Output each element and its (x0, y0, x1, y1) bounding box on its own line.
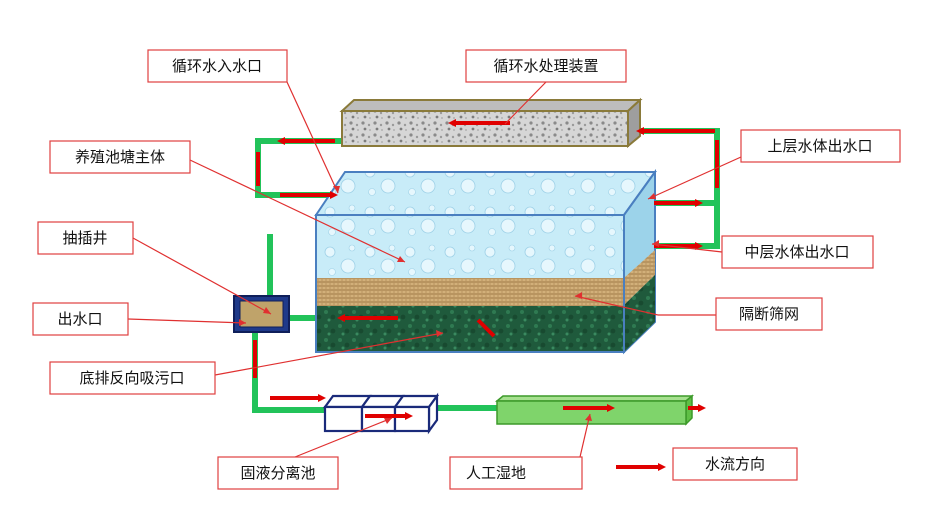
label-upper-outlet: 上层水体出水口 (740, 129, 901, 163)
solid-liquid-separator (322, 392, 440, 435)
recirculation-treatment-device (339, 97, 643, 149)
label-bottom-suction: 底排反向吸污口 (49, 361, 216, 395)
label-recirculation-inlet-text: 循环水入水口 (172, 58, 262, 75)
label-middle-outlet: 中层水体出水口 (721, 235, 874, 269)
label-pond-body-text: 养殖池塘主体 (75, 149, 165, 166)
label-solid-liquid-separator: 固液分离池 (217, 456, 339, 490)
label-middle-outlet-text: 中层水体出水口 (744, 244, 849, 261)
label-recirculation-treatment-text: 循环水处理装置 (493, 58, 598, 75)
leader-recirculation-inlet (286, 81, 339, 194)
leader-isolation-screen-b (574, 295, 659, 316)
label-outlet: 出水口 (32, 302, 129, 336)
leader-upper-outlet (647, 156, 742, 200)
label-isolation-screen-text: 隔断筛网 (739, 306, 799, 323)
label-constructed-wetland: 人工湿地 (449, 456, 583, 490)
pond-side-sediment (624, 275, 655, 352)
label-separator-text: 固液分离池 (240, 465, 315, 482)
label-upper-outlet-text: 上层水体出水口 (767, 138, 872, 155)
leader-drain-well (132, 237, 272, 315)
isolation-screen-layer (316, 278, 624, 306)
label-isolation-screen: 隔断筛网 (715, 297, 823, 331)
label-recirculation-treatment: 循环水处理装置 (465, 49, 627, 83)
leader-pond-body (189, 159, 406, 263)
pipe-recirculation-left (255, 138, 343, 198)
label-outlet-text: 出水口 (57, 311, 102, 328)
leader-middle-outlet (651, 243, 723, 253)
constructed-wetland (494, 394, 695, 426)
legend-flow-arrowhead-icon (658, 463, 666, 471)
legend-flow-direction-text: 水流方向 (705, 456, 765, 473)
leader-bottom-suction (214, 332, 444, 376)
drain-well (233, 295, 290, 333)
pond-body (314, 168, 657, 355)
pond-front-outline (315, 214, 625, 353)
label-drain-well-text: 抽插井 (62, 230, 107, 247)
pond-side-mesh (624, 250, 655, 305)
label-bottom-suction-text: 底排反向吸污口 (79, 370, 184, 387)
label-wetland-text: 人工湿地 (466, 465, 526, 482)
legend-box (672, 447, 798, 481)
leader-wetland (579, 413, 591, 458)
leader-outlet (127, 318, 247, 324)
leader-recirculation-treatment (504, 81, 547, 125)
sediment-layer (316, 306, 624, 352)
pond-water-layer (316, 215, 624, 278)
leader-separator (294, 417, 393, 458)
leader-lines (127, 81, 742, 458)
label-drain-well: 抽插井 (37, 221, 134, 255)
legend: 水流方向 (616, 447, 798, 481)
label-recirculation-inlet: 循环水入水口 (147, 49, 288, 83)
pond-top-face (314, 171, 657, 216)
flow-arrows (253, 119, 719, 420)
flow-arrow-suction (476, 318, 496, 338)
label-pond-body: 养殖池塘主体 (49, 140, 191, 174)
label-boxes: 循环水入水口 循环水处理装置 养殖池塘主体 上层水体出水口 中层水体出水口 抽插… (32, 49, 901, 490)
